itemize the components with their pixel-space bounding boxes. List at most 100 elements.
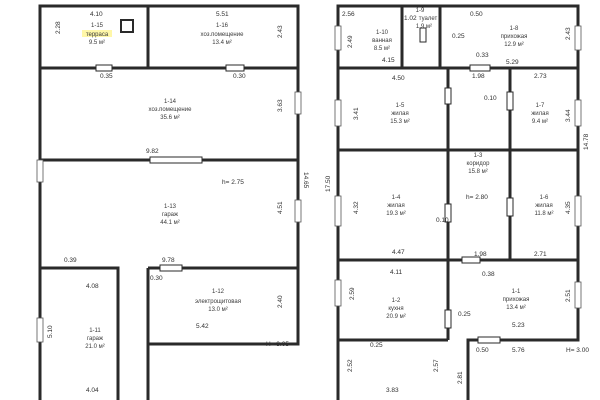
dim-label: 3.41 — [353, 107, 360, 120]
dim-label: 14.78 — [583, 133, 590, 150]
left-dimensions: 4.10 5.51 2.28 2.43 0.35 0.30 3.63 9.82 … — [47, 11, 289, 394]
dim-label: 0.10 — [436, 217, 449, 224]
right-door-8 — [444, 309, 452, 329]
room-1-1: 1-1 прихожая 13.4 м² — [503, 289, 530, 311]
right-door-5 — [444, 203, 452, 223]
room-1-14: 1-14 хоз.помещение 35.6 м² — [149, 99, 193, 121]
right-window-6 — [574, 99, 582, 127]
left-window-1 — [36, 159, 44, 183]
dim-label: 0.33 — [476, 52, 489, 59]
right-door-7 — [461, 256, 481, 264]
room-1-7: 1-7 жилая 9.4 м² — [531, 103, 548, 125]
dim-label: 4.35 — [565, 201, 572, 214]
room-area: 13.0 м² — [208, 307, 227, 313]
dim-label: 4.10 — [90, 11, 103, 18]
room-1-13: 1-13 гараж 44.1 м² — [160, 204, 179, 226]
dim-label: 0.30 — [150, 275, 163, 282]
room-id: 1-15 — [91, 23, 104, 29]
dim-label: 2.51 — [565, 289, 572, 302]
dim-label: 5.29 — [506, 59, 519, 66]
room-id: 1-11 — [89, 328, 101, 334]
room-name: прихожая — [501, 34, 528, 40]
dim-label: 2.57 — [433, 359, 440, 372]
room-area: 11.8 м² — [534, 211, 553, 217]
room-name: хоз.помещение — [149, 107, 193, 113]
room-1-5: 1-5 жилая 15.3 м² — [390, 103, 409, 125]
dim-label: 3.63 — [277, 99, 284, 112]
room-name: гараж — [162, 212, 178, 218]
room-area: 15.3 м² — [390, 119, 409, 125]
right-window-7 — [574, 195, 582, 227]
right-window-8 — [574, 281, 582, 309]
room-id: 1-14 — [164, 99, 177, 105]
right-window-2 — [334, 99, 342, 127]
room-area: 1.9 м² — [416, 24, 432, 30]
left-door-1 — [95, 64, 113, 72]
room-id: 1-5 — [396, 103, 405, 109]
room-area: 12.9 м² — [504, 42, 523, 48]
dim-label: 2.43 — [565, 27, 572, 40]
room-name: ванная — [372, 38, 392, 44]
dim-label: 0.25 — [458, 311, 471, 318]
room-id: 1-6 — [540, 195, 549, 201]
room-area: 15.8 м² — [468, 169, 487, 175]
dim-label: 5.42 — [196, 323, 209, 330]
dim-label: 2.73 — [534, 73, 547, 80]
room-id: 1-8 — [510, 26, 519, 32]
left-plan-walls — [36, 4, 302, 400]
room-name: коридор — [467, 161, 491, 167]
right-door-4 — [506, 91, 514, 111]
dim-label: 5.23 — [512, 322, 525, 329]
room-1-12: 1-12 электрощитовая 13.0 м² — [195, 289, 241, 313]
room-area: 21.0 м² — [85, 344, 104, 350]
room-id: 1-2 — [392, 298, 401, 304]
room-id: 1-3 — [474, 153, 483, 159]
right-plan-walls — [334, 4, 582, 400]
room-name: гараж — [87, 336, 103, 342]
room-1-2: 1-2 кухня 20.9 м² — [386, 298, 405, 320]
room-id: 1-10 — [376, 30, 389, 36]
right-dimensions: 2.56 1.02 0.50 2.49 0.25 2.43 4.15 0.33 … — [325, 11, 590, 394]
dim-label: 0.39 — [64, 257, 77, 264]
dim-label: 4.11 — [390, 269, 403, 276]
room-name: терраса — [86, 32, 109, 38]
dim-label: h= 2.75 — [222, 179, 244, 186]
room-name: электрощитовая — [195, 299, 241, 305]
dim-label: 0.10 — [484, 95, 497, 102]
dim-label: 1.98 — [472, 73, 485, 80]
dim-label: 0.25 — [370, 342, 383, 349]
dim-label: 0.25 — [452, 33, 465, 40]
dim-label: 5.51 — [216, 11, 229, 18]
left-window-2 — [36, 317, 44, 343]
room-1-4: 1-4 жилая 19.3 м² — [386, 195, 405, 217]
right-door-entrance — [477, 336, 501, 344]
dim-label: 2.71 — [534, 251, 547, 258]
dim-label: 5.76 — [512, 347, 525, 354]
room-name: жилая — [531, 111, 548, 117]
left-door-3 — [149, 156, 203, 164]
room-id: 1-7 — [536, 103, 545, 109]
dim-label: 4.08 — [86, 283, 99, 290]
dim-label: H= 3.05 — [266, 341, 289, 348]
dim-label: 0.30 — [233, 73, 246, 80]
room-name: прихожая — [503, 297, 530, 303]
dim-label: 2.52 — [347, 359, 354, 372]
room-1-6: 1-6 жилая 11.8 м² — [534, 195, 553, 217]
left-door-4 — [159, 264, 183, 272]
room-area: 35.6 м² — [160, 115, 179, 121]
dim-label: 0.50 — [476, 347, 489, 354]
room-name: кухня — [388, 306, 403, 312]
dim-label: 9.78 — [162, 257, 175, 264]
dim-label: 14.65 — [302, 172, 309, 189]
room-1-16: 1-16 хоз.помещение 13.4 м² — [201, 23, 245, 46]
left-door-2 — [225, 64, 245, 72]
dim-label: 5.10 — [47, 325, 54, 338]
dim-label: 0.50 — [470, 11, 483, 18]
dim-label: 9.82 — [146, 148, 159, 155]
room-area: 8.5 м² — [374, 46, 390, 52]
dim-label: 4.50 — [392, 75, 405, 82]
left-window-4 — [294, 199, 302, 223]
right-outer-wall — [336, 4, 580, 400]
dim-label: 3.44 — [565, 109, 572, 122]
room-area: 44.1 м² — [160, 220, 179, 226]
